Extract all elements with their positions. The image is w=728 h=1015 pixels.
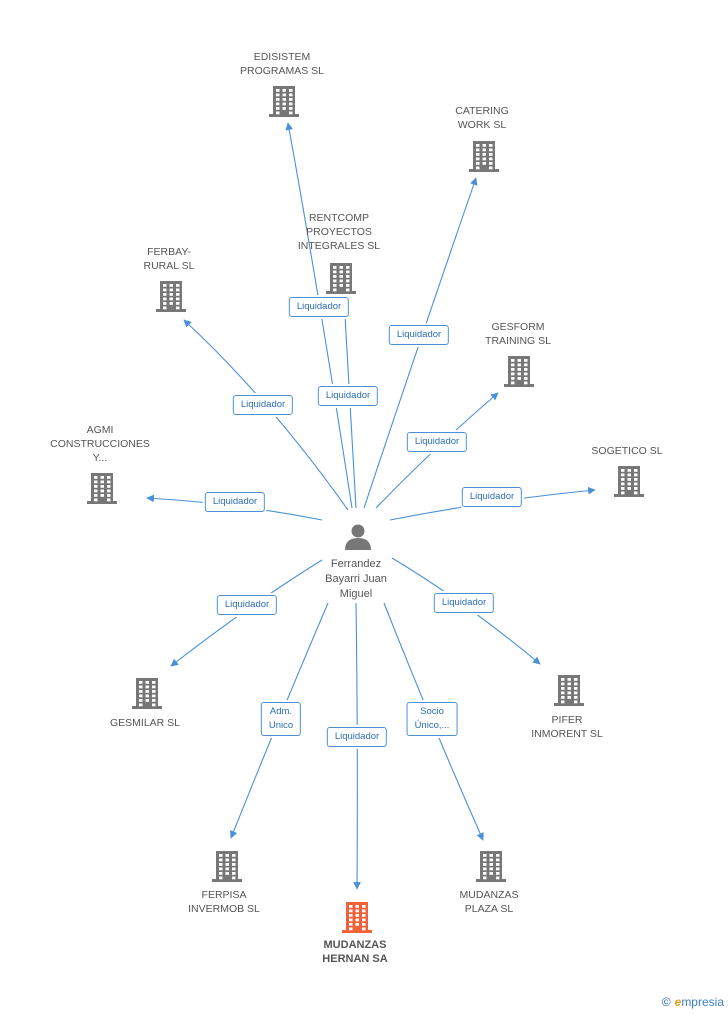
relation-label-sogetico: Liquidador xyxy=(461,487,523,507)
edge-ferbay xyxy=(183,319,349,511)
company-name-ferpisa[interactable]: FERPISA INVERMOB SL xyxy=(188,889,260,915)
company-name-mudanzas_hernan[interactable]: MUDANZAS HERNAN SA xyxy=(322,939,388,965)
relation-label-edisistem: Liquidador xyxy=(288,297,350,317)
relation-label-mudanzas_plaza: Socio Único,... xyxy=(406,702,458,736)
relation-label-gesmilar: Liquidador xyxy=(216,595,278,615)
relation-label-ferpisa: Adm. Unico xyxy=(260,702,302,736)
company-name-edisistem[interactable]: EDISISTEM PROGRAMAS SL xyxy=(239,51,325,77)
building-icon xyxy=(504,356,534,387)
relation-label-rentcomp: Liquidador xyxy=(317,386,379,406)
relation-label-pifer: Liquidador xyxy=(433,593,495,613)
building-icon xyxy=(614,466,644,497)
company-name-ferbay[interactable]: FERBAY- RURAL SL xyxy=(143,246,195,272)
company-name-sogetico[interactable]: SOGETICO SL xyxy=(591,445,663,457)
brand-initial: e xyxy=(674,995,682,1009)
person-icon xyxy=(345,524,371,550)
company-name-gesmilar[interactable]: GESMILAR SL xyxy=(109,717,181,729)
brand-name: mpresia xyxy=(681,995,724,1009)
empresia-logo: ©empresia xyxy=(662,995,724,1009)
building-icon xyxy=(554,675,584,706)
building-icon xyxy=(476,851,506,882)
building-icon xyxy=(269,86,299,117)
building-icon xyxy=(87,473,117,504)
building-icon xyxy=(212,851,242,882)
copyright-symbol: © xyxy=(661,995,671,1009)
building-icon xyxy=(469,141,499,172)
relation-label-mudanzas_hernan: Liquidador xyxy=(326,727,388,747)
company-name-rentcomp[interactable]: RENTCOMP PROYECTOS INTEGRALES SL xyxy=(297,212,381,252)
company-name-catering[interactable]: CATERING WORK SL xyxy=(455,105,509,131)
company-name-pifer[interactable]: PIFER INMORENT SL xyxy=(531,714,603,740)
person-name[interactable]: Ferrandez Bayarri Juan Miguel xyxy=(325,558,387,600)
building-icon xyxy=(342,902,372,933)
building-icon xyxy=(156,281,186,312)
company-name-mudanzas_plaza[interactable]: MUDANZAS PLAZA SL xyxy=(459,889,519,915)
relation-label-catering: Liquidador xyxy=(388,325,450,345)
building-icon xyxy=(132,678,162,709)
company-name-gesform[interactable]: GESFORM TRAINING SL xyxy=(485,321,551,347)
relation-label-gesform: Liquidador xyxy=(406,432,468,452)
relation-label-agmi: Liquidador xyxy=(204,492,266,512)
building-icon xyxy=(326,263,356,294)
company-name-agmi[interactable]: AGMI CONSTRUCCIONES Y... xyxy=(50,424,150,464)
relation-label-ferbay: Liquidador xyxy=(232,395,294,415)
